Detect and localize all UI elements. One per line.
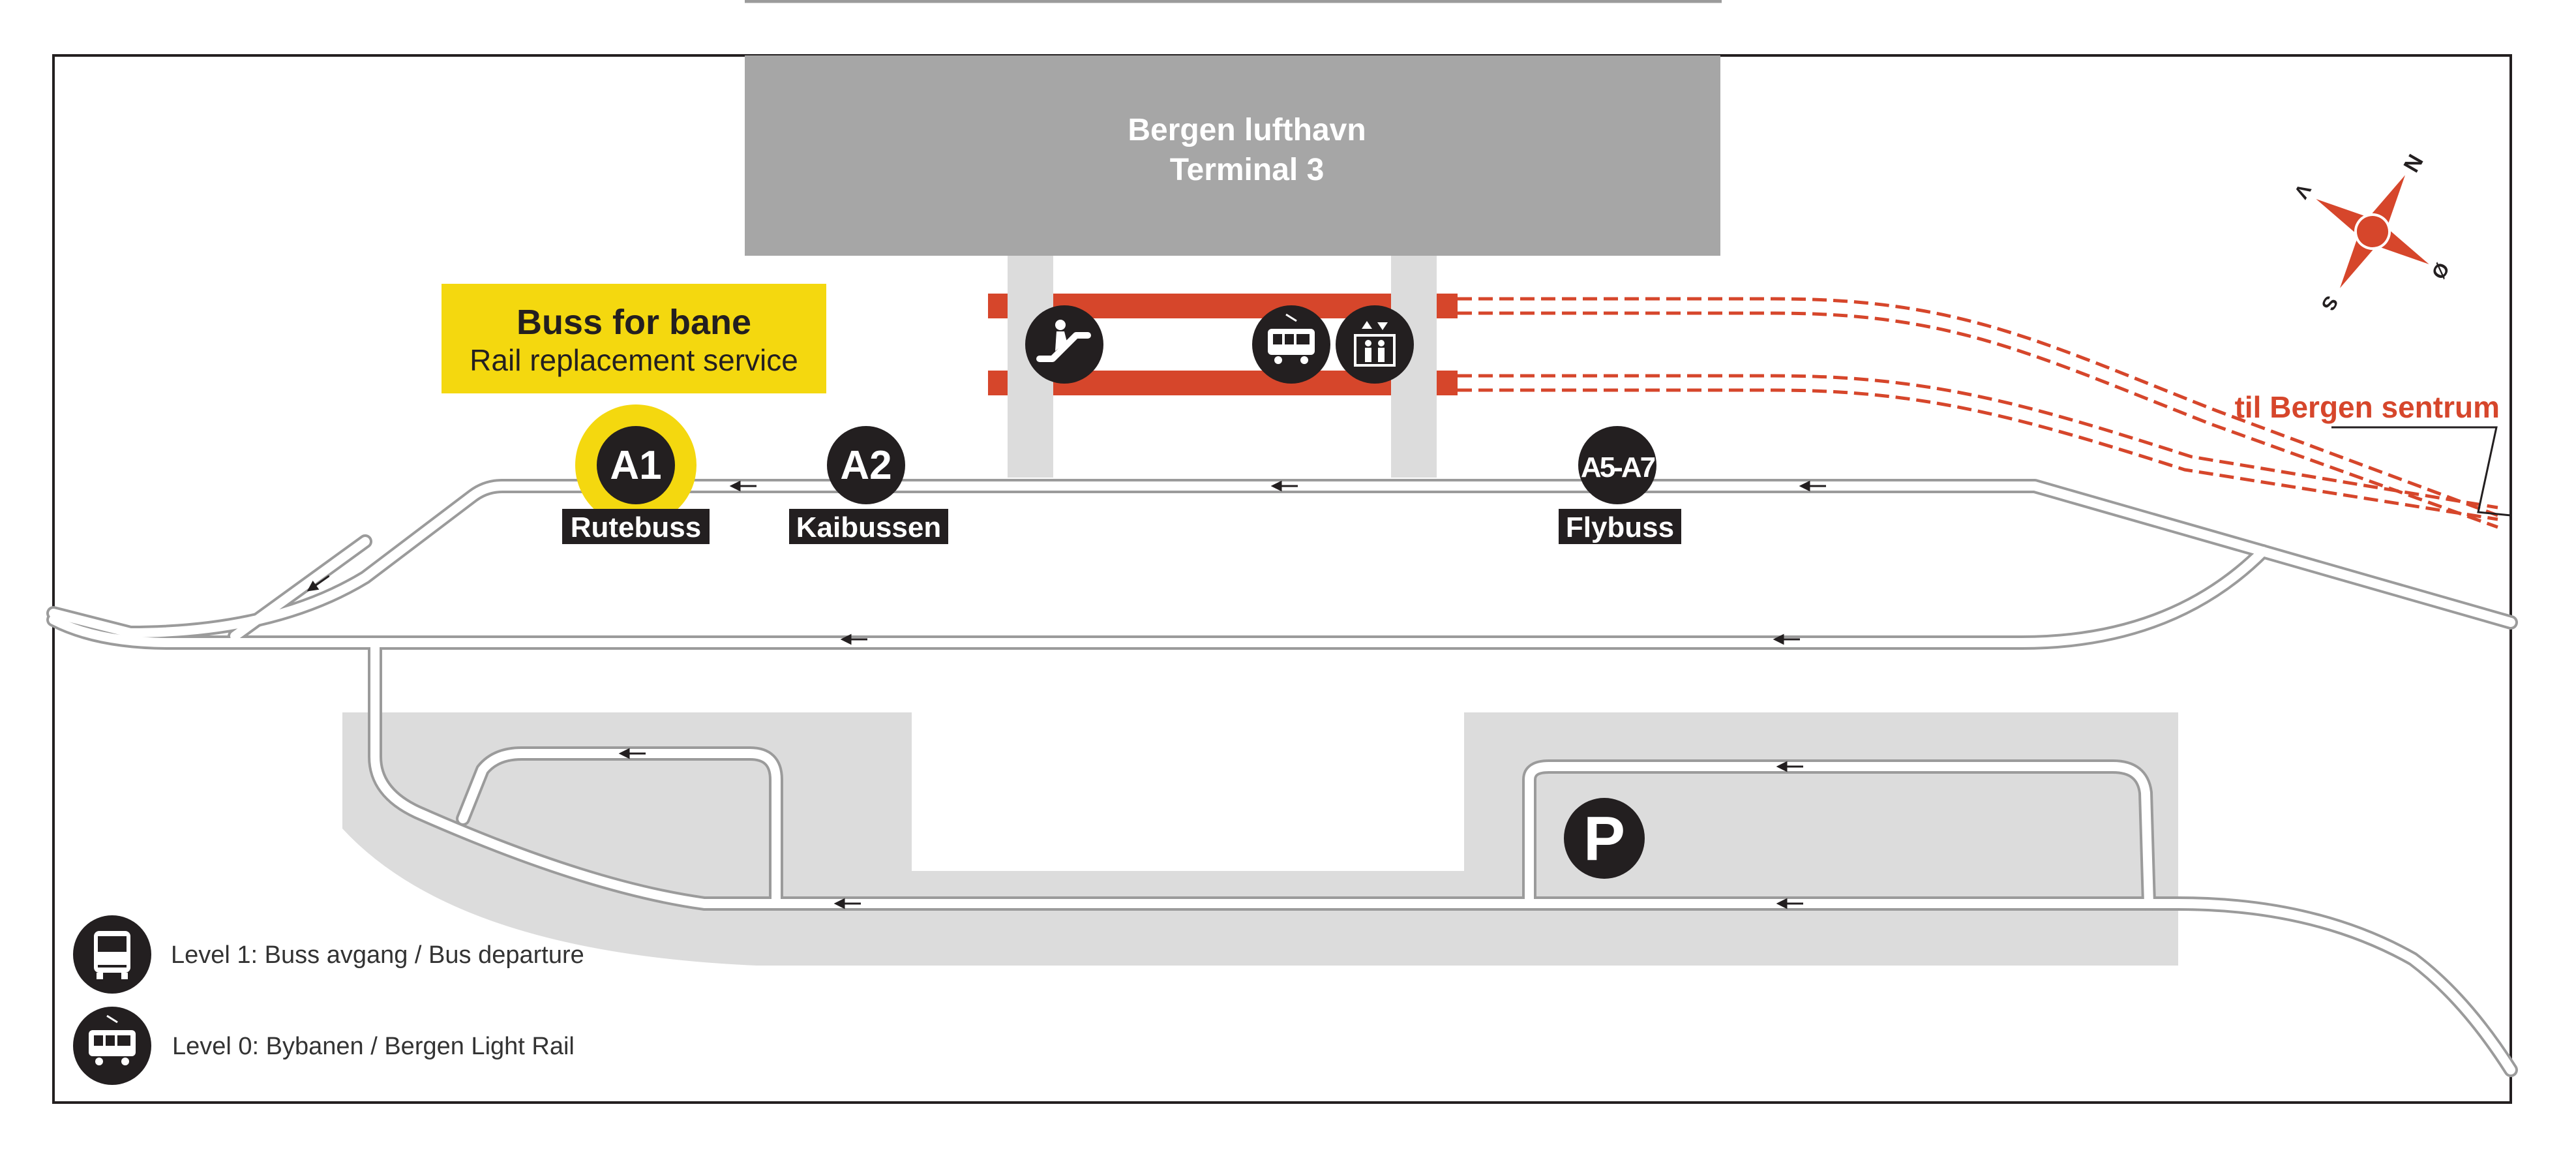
parking-letter: P (1583, 804, 1625, 874)
arrow-left-icon (729, 480, 756, 492)
direction-arrows (307, 480, 1826, 909)
rail-replacement-title: Buss for bane (517, 303, 751, 342)
stop-a2-label-bg (789, 509, 948, 544)
arrow-left-icon (1270, 480, 1298, 492)
upper-road-inner (49, 481, 2515, 637)
legend-bus-label: Level 1: Buss avgang / Bus departure (171, 941, 584, 969)
stop-a2-label: Kaibussen (796, 511, 942, 543)
legend-tram-label: Level 0: Bybanen / Bergen Light Rail (172, 1033, 575, 1060)
stop-a1-label-bg (562, 509, 710, 544)
stop-a2: A2 Kaibussen (789, 426, 948, 544)
left-down-road-inner (370, 638, 2515, 1074)
stop-a1-code: A1 (610, 443, 661, 488)
stop-a1: A1 Rutebuss (562, 404, 710, 544)
stop-a5-a7-code: A5-A7 (1581, 451, 1655, 483)
stop-a2-badge (827, 426, 905, 504)
destination-pointer (2331, 426, 2511, 517)
stop-a5-a7-label-bg (1559, 509, 1681, 544)
parking-sign: P (1564, 798, 1645, 879)
rail-line-dashed-4 (1458, 388, 2498, 521)
left-connector-inner (230, 537, 370, 641)
arrow-left-icon (1799, 480, 1826, 492)
middle-road-inner (49, 547, 2268, 647)
arrow-left-icon (833, 898, 861, 909)
arrow-left-icon (840, 633, 867, 645)
terminal-name: Bergen lufthavn (1128, 113, 1366, 147)
right-loop-inner (1525, 762, 2153, 908)
bus-icon (73, 915, 151, 994)
stop-a2-code: A2 (840, 443, 891, 488)
rail-line-dashed-2 (1458, 311, 2498, 529)
tram-icon (73, 1007, 151, 1085)
stop-a1-label: Rutebuss (571, 511, 701, 543)
stop-a5-a7: A5-A7 Flybuss (1559, 426, 1681, 544)
tram-icon (1252, 305, 1330, 384)
parking-badge (1564, 798, 1645, 879)
compass-center (2354, 213, 2391, 250)
stop-a1-badge (597, 426, 675, 504)
roads (46, 479, 2518, 1077)
terminal-number: Terminal 3 (1170, 153, 1325, 187)
arrow-left-icon (1776, 898, 1803, 909)
rail-line-dashed-3 (1458, 374, 2498, 510)
terminal-building (745, 55, 1720, 256)
elevator-icon (1336, 305, 1414, 384)
escalator-icon (1025, 305, 1103, 384)
arrow-left-icon (1776, 761, 1803, 772)
stop-a5-a7-badge (1578, 426, 1656, 504)
rail-line-dashed-1 (1458, 297, 2498, 517)
rail-replacement-subtitle: Rail replacement service (470, 343, 798, 377)
arrow-left-icon (1773, 633, 1800, 645)
legend: Level 1: Buss avgang / Bus departure Lev… (73, 915, 584, 1085)
arrow-left-icon (618, 748, 646, 759)
stop-a5-a7-label: Flybuss (1566, 511, 1674, 543)
destination-label: til Bergen sentrum (2235, 390, 2500, 424)
arrow-downleft-icon (307, 575, 330, 592)
rail-replacement-box (442, 284, 826, 393)
